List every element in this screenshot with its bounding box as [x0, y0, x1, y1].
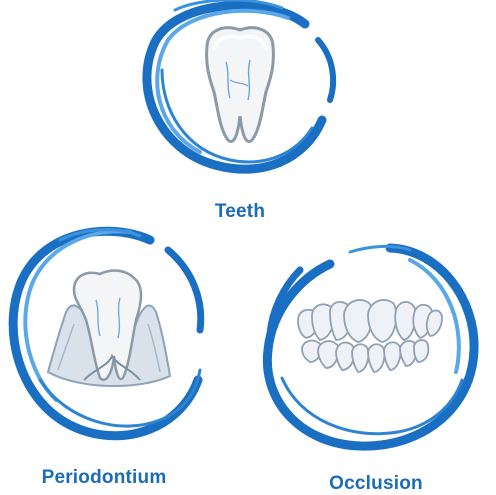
brush-ring-teeth [142, 0, 337, 174]
node-teeth: Teeth [0, 0, 496, 222]
node-label-periodontium: Periodontium [41, 467, 167, 488]
molar-tooth-icon [205, 26, 275, 143]
node-label-occlusion: Occlusion [329, 473, 423, 494]
node-label-teeth: Teeth [214, 201, 266, 222]
